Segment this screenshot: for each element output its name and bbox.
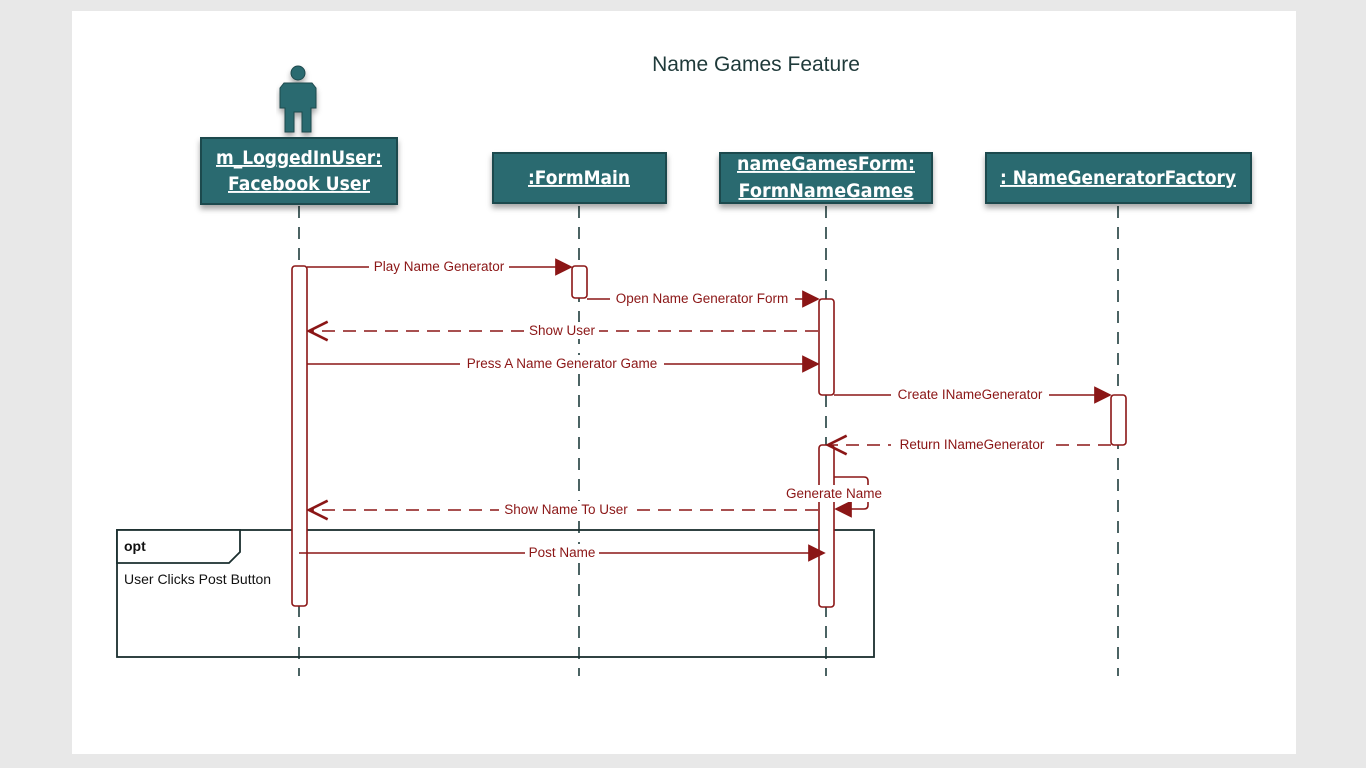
lifeline-label-line: Facebook User (228, 173, 371, 195)
diagram-canvas (72, 11, 1296, 754)
message-label: Play Name Generator (374, 259, 505, 274)
message-show-user: Show User (309, 322, 818, 339)
activation-bar-formmain (571, 265, 588, 299)
lifeline-header-namegamesform: nameGamesForm: FormNameGames (719, 152, 933, 204)
opt-fragment: opt User Clicks Post Button (116, 529, 875, 658)
diagram-title: Name Games Feature (652, 53, 860, 76)
message-return-inamegenerator: Return INameGenerator (828, 436, 1111, 453)
activation-bar-namegamesform-2 (818, 444, 835, 608)
message-press-a-name-generator-game: Press A Name Generator Game (307, 355, 820, 373)
message-label: Show Name To User (504, 502, 628, 517)
lifeline-header-factory: : NameGeneratorFactory (985, 152, 1252, 204)
person-icon (279, 65, 317, 133)
message-label: Generate Name (786, 486, 882, 501)
lifeline-label-line: :FormMain (528, 167, 630, 189)
message-play-name-generator: Play Name Generator (307, 258, 573, 276)
fragment-guard: User Clicks Post Button (124, 571, 271, 587)
message-label: Show User (529, 323, 596, 338)
message-open-name-generator-form: Open Name Generator Form (587, 290, 820, 308)
message-post-name: Post Name (299, 544, 826, 562)
activation-bar-namegamesform (818, 298, 835, 396)
message-label: Post Name (529, 545, 596, 560)
activation-bar-user (291, 265, 308, 607)
lifeline-label-line: : NameGeneratorFactory (1000, 167, 1237, 189)
lifeline-header-user: m_LoggedInUser: Facebook User (200, 137, 398, 205)
message-create-inamegenerator: Create INameGenerator (834, 386, 1112, 404)
lifeline-label-line: nameGamesForm: (737, 153, 915, 175)
fragment-tab (116, 529, 241, 564)
message-label: Open Name Generator Form (616, 291, 789, 306)
lifeline-label-line: FormNameGames (739, 180, 914, 202)
fragment-frame (116, 529, 875, 658)
fragment-keyword: opt (124, 538, 146, 554)
lifeline-label-line: m_LoggedInUser: (216, 147, 382, 169)
lifeline-header-formmain: :FormMain (492, 152, 667, 204)
message-label: Return INameGenerator (900, 437, 1045, 452)
message-label: Press A Name Generator Game (467, 356, 658, 371)
message-show-name-to-user: Show Name To User (309, 501, 818, 518)
message-label: Create INameGenerator (898, 387, 1043, 402)
message-generate-name: Generate Name (781, 476, 887, 518)
activation-bar-factory (1110, 394, 1127, 446)
